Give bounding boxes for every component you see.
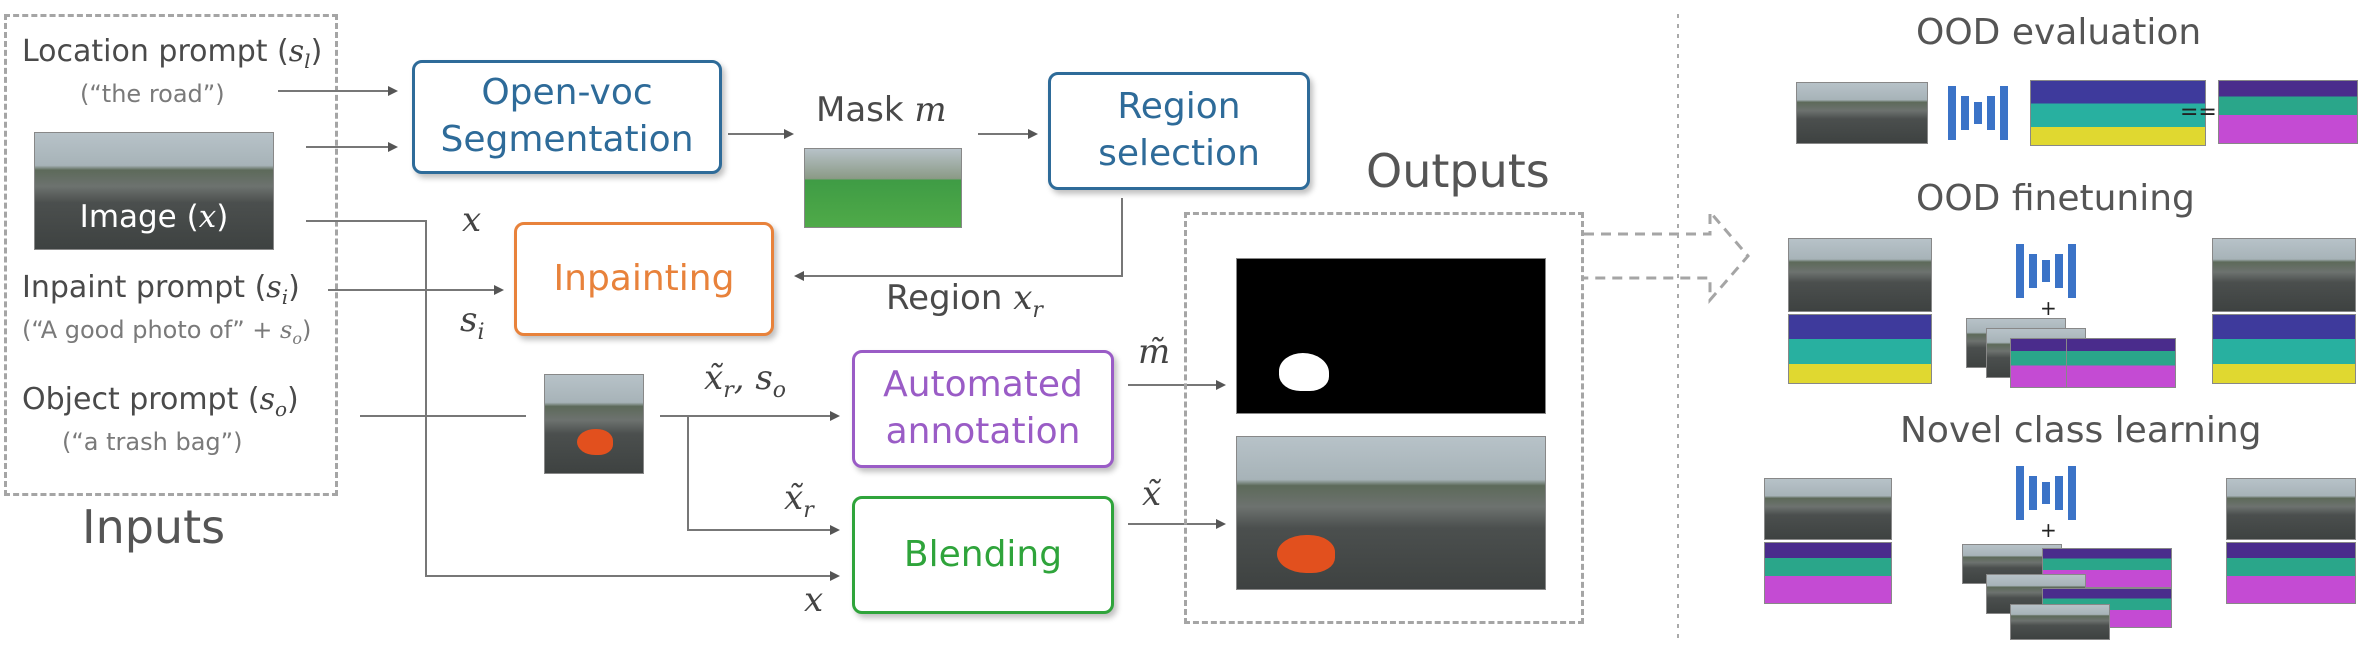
- novel-input-seg: [1764, 542, 1892, 604]
- novel-class-title: Novel class learning: [1900, 410, 2262, 451]
- novel-input-image: [1764, 478, 1892, 540]
- output-mask: [1236, 258, 1546, 414]
- finetune-stack-4: [2066, 338, 2176, 388]
- equals-sign: ==: [2180, 100, 2217, 125]
- m-tilde-label: m̃: [1138, 332, 1171, 372]
- x-label-top: x: [462, 200, 482, 240]
- finetune-output-seg: [2212, 314, 2356, 384]
- xr-tilde-label: x̃r: [784, 478, 814, 523]
- location-prompt: Location prompt (sl): [22, 34, 323, 73]
- novel-output-image: [2226, 478, 2356, 540]
- novel-output-seg: [2226, 542, 2356, 604]
- object-prompt: Object prompt (so): [22, 382, 299, 421]
- image-label: Image (: [79, 199, 199, 235]
- arrow-region-to-inpainting: [794, 198, 1123, 281]
- location-example: (“the road”): [80, 80, 225, 108]
- finetune-input-seg: [1788, 314, 1932, 384]
- ood-eval-network-icon: [1946, 84, 2010, 142]
- inpaint-prompt: Inpaint prompt (si): [22, 270, 300, 309]
- x-label-bottom: x: [804, 580, 824, 620]
- xr-so-label: x̃r, so: [704, 358, 787, 403]
- s-i-label: si: [460, 300, 485, 345]
- x-tilde-label: x̃: [1142, 474, 1162, 514]
- novel-plus: +: [2040, 518, 2057, 542]
- novel-stack-5: [2010, 604, 2110, 640]
- output-image: [1236, 436, 1546, 590]
- mask-label: Mask m: [816, 90, 947, 130]
- mask-thumbnail: [804, 148, 962, 228]
- inpainted-thumbnail: [544, 374, 644, 474]
- finetune-network-icon: [2014, 242, 2078, 300]
- big-arrow-outputs-to-right: [1584, 207, 1750, 305]
- arrow-image-to-blending: [306, 220, 840, 581]
- ood-evaluation-title: OOD evaluation: [1916, 12, 2202, 53]
- inpainting-box: Inpainting: [514, 222, 774, 336]
- inputs-panel: [4, 14, 338, 496]
- ood-finetuning-title: OOD finetuning: [1916, 178, 2195, 219]
- finetune-input-image: [1788, 238, 1932, 312]
- outputs-panel: [1184, 212, 1584, 624]
- blending-box: Blending: [852, 496, 1114, 614]
- arrow-object-to-blending: [687, 416, 840, 535]
- novel-network-icon: [2014, 464, 2078, 522]
- finetune-plus: +: [2040, 296, 2057, 320]
- ood-eval-prediction: [2030, 80, 2206, 146]
- outputs-title: Outputs: [1366, 144, 1550, 198]
- object-example: (“a trash bag”): [62, 428, 243, 456]
- ood-eval-image: [1796, 82, 1928, 144]
- inpaint-example: (“A good photo of” + so): [22, 316, 312, 348]
- inputs-title: Inputs: [82, 500, 226, 554]
- region-label: Region xr: [886, 278, 1043, 323]
- ood-eval-ground-truth: [2218, 80, 2358, 144]
- input-image-thumbnail: Image (x): [34, 132, 274, 250]
- finetune-output-image: [2212, 238, 2356, 312]
